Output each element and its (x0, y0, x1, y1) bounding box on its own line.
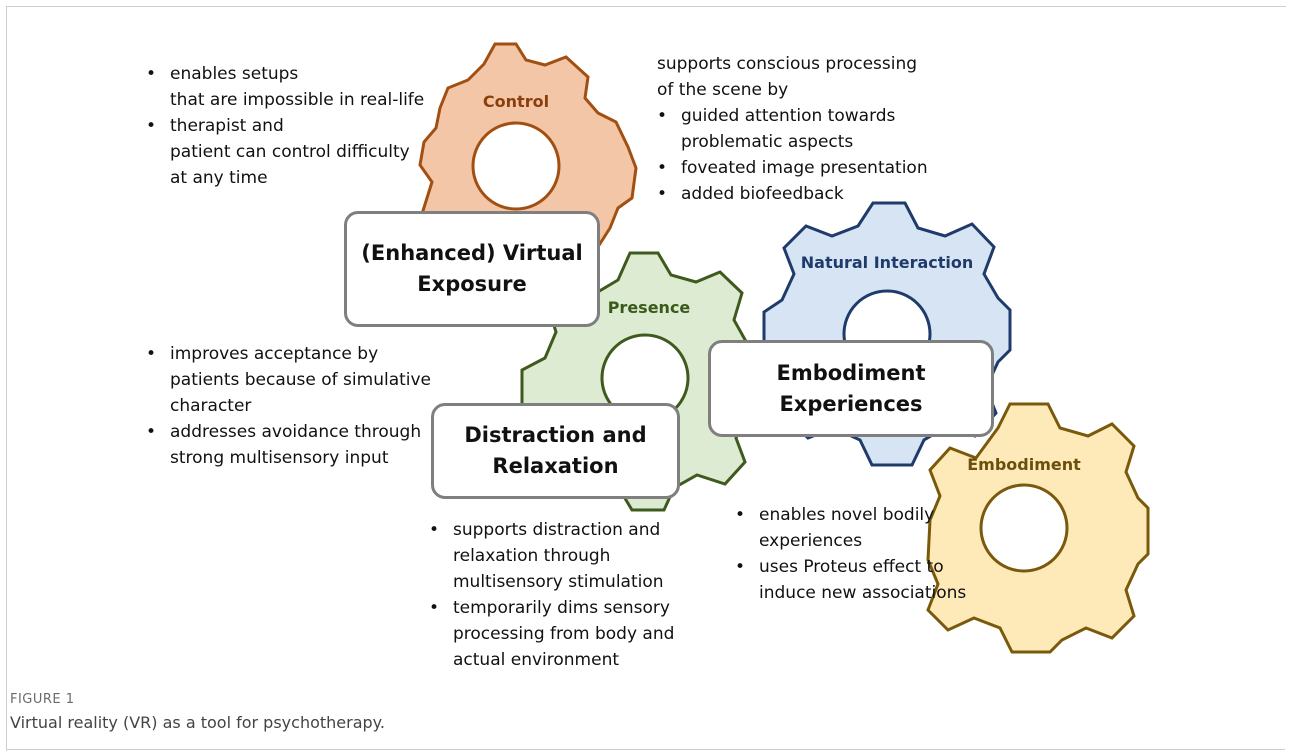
distraction-note-item: • supports distraction and relaxation th… (429, 520, 664, 592)
control-note-line: patient can control difficulty (170, 142, 410, 162)
processing-intro-line2: of the scene by (657, 80, 789, 100)
distraction-notes: • supports distraction and relaxation th… (427, 517, 717, 673)
control-gear-label: Control (483, 92, 549, 111)
embodiment-note-line: enables novel bodily (759, 505, 935, 525)
embodiment-note-item: • enables novel bodily experiences (735, 505, 935, 551)
figure-frame-bottom (6, 749, 1285, 750)
embodiment-experiences-line2: Experiences (779, 391, 923, 416)
embodiment-gear-hole (979, 483, 1069, 573)
figure-frame (6, 6, 1286, 751)
control-note-line: at any time (170, 168, 268, 188)
control-note-line: enables setups (170, 64, 299, 84)
virtual-exposure-box: (Enhanced) Virtual Exposure (344, 211, 600, 327)
figure-kicker: FIGURE 1 (10, 692, 75, 707)
acceptance-note-line: character (170, 396, 252, 416)
embodiment-experiences-box: Embodiment Experiences (708, 340, 994, 437)
control-note-item: • enables setups that are impossible in … (146, 64, 425, 110)
acceptance-note-line: improves acceptance by (170, 344, 379, 364)
distraction-line2: Relaxation (492, 454, 619, 478)
distraction-relaxation-box: Distraction and Relaxation (431, 403, 680, 499)
distraction-line1: Distraction and (464, 423, 647, 447)
distraction-note-item: • temporarily dims sensory processing fr… (429, 598, 675, 670)
processing-note-item: • foveated image presentation (657, 158, 928, 178)
embodiment-note-line: induce new associations (759, 583, 967, 603)
natural-interaction-gear-label: Natural Interaction (801, 253, 974, 272)
acceptance-note-item: • addresses avoidance through strong mul… (146, 422, 422, 468)
acceptance-note-item: • improves acceptance by patients becaus… (146, 344, 432, 416)
processing-note-item: • added biofeedback (657, 184, 844, 204)
acceptance-note-line: addresses avoidance through (170, 422, 422, 442)
distraction-note-line: temporarily dims sensory (453, 598, 670, 618)
processing-note-line: guided attention towards (681, 106, 896, 126)
control-gear-hole (471, 121, 561, 211)
embodiment-note-item: • uses Proteus effect to induce new asso… (735, 557, 967, 603)
acceptance-note-line: strong multisensory input (170, 448, 389, 468)
virtual-exposure-line1: (Enhanced) Virtual (361, 241, 583, 265)
embodiment-gear-label: Embodiment (967, 455, 1081, 474)
virtual-exposure-line2: Exposure (417, 272, 527, 296)
processing-note-line: foveated image presentation (681, 158, 928, 178)
distraction-note-line: processing from body and (453, 624, 675, 644)
embodiment-experiences-line1: Embodiment (776, 360, 926, 385)
embodiment-notes: • enables novel bodily experiences • use… (733, 502, 1003, 606)
distraction-note-line: supports distraction and (453, 520, 661, 540)
figure-caption: Virtual reality (VR) as a tool for psych… (10, 713, 385, 732)
acceptance-note-line: patients because of simulative (170, 370, 432, 390)
distraction-note-line: multisensory stimulation (453, 572, 664, 592)
control-note-line: therapist and (170, 116, 284, 136)
distraction-note-line: relaxation through (453, 546, 611, 566)
processing-note-line: problematic aspects (681, 132, 854, 152)
control-note-item: • therapist and patient can control diff… (146, 116, 410, 188)
embodiment-note-line: uses Proteus effect to (759, 557, 944, 577)
control-note-line: that are impossible in real-life (170, 90, 425, 110)
processing-intro-line1: supports conscious processing (657, 54, 918, 74)
processing-note-item: • guided attention towards problematic a… (657, 106, 896, 152)
acceptance-notes: • improves acceptance by patients becaus… (144, 341, 444, 471)
control-notes: • enables setups that are impossible in … (144, 61, 444, 191)
distraction-note-line: actual environment (453, 650, 620, 670)
processing-note-line: added biofeedback (681, 184, 844, 204)
presence-gear-label: Presence (608, 298, 691, 317)
processing-notes: supports conscious processing of the sce… (657, 51, 977, 207)
embodiment-note-line: experiences (759, 531, 863, 551)
